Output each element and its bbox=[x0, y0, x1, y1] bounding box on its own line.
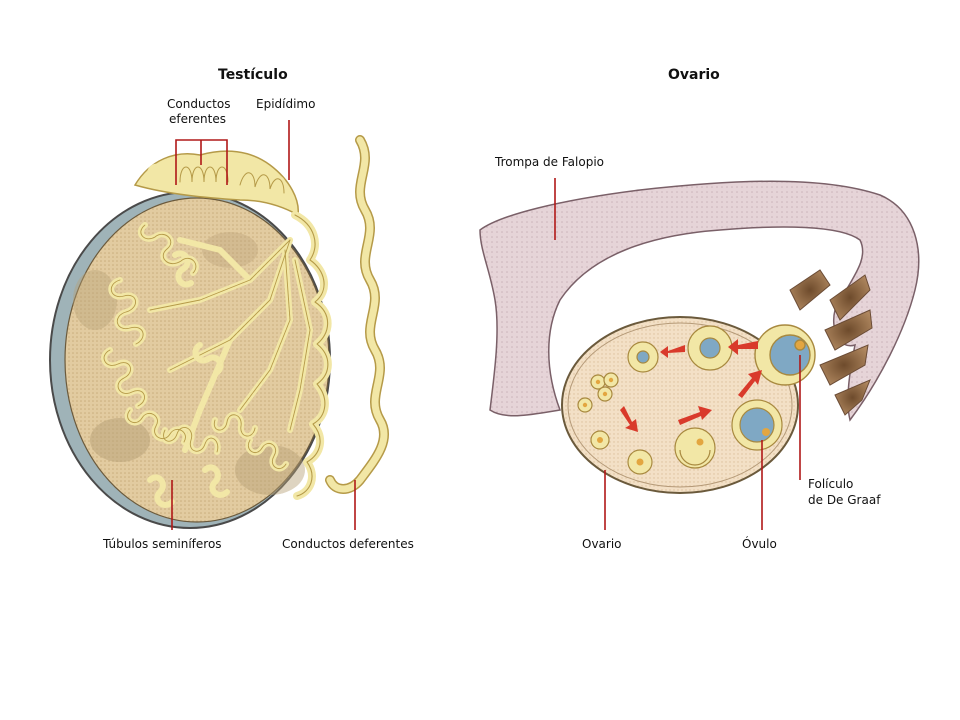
ovary-illustration bbox=[479, 178, 920, 530]
testis-leader-lines bbox=[171, 120, 356, 530]
ovary-title: Ovario bbox=[668, 67, 720, 83]
efferent-ducts-label-line2: eferentes bbox=[169, 112, 226, 126]
cycle-arrows bbox=[620, 339, 762, 432]
ovary-label: Ovario bbox=[582, 537, 622, 551]
testis-title: Testículo bbox=[218, 67, 288, 83]
epididymis-label: Epidídimo bbox=[256, 97, 316, 111]
graafian-follicle-label-line1: Folículo bbox=[808, 477, 854, 491]
ovum-label: Óvulo bbox=[742, 537, 777, 551]
testis-illustration bbox=[49, 120, 390, 530]
fallopian-tube-label: Trompa de Falopio bbox=[495, 155, 604, 169]
seminiferous-tubules-label: Túbulos seminíferos bbox=[103, 537, 222, 551]
graafian-follicle-label-line2: de De Graaf bbox=[808, 493, 881, 507]
ovary-leader-lines bbox=[554, 178, 801, 530]
efferent-ducts-label-line1: Conductos bbox=[167, 97, 231, 111]
vas-deferens-label: Conductos deferentes bbox=[282, 537, 414, 551]
